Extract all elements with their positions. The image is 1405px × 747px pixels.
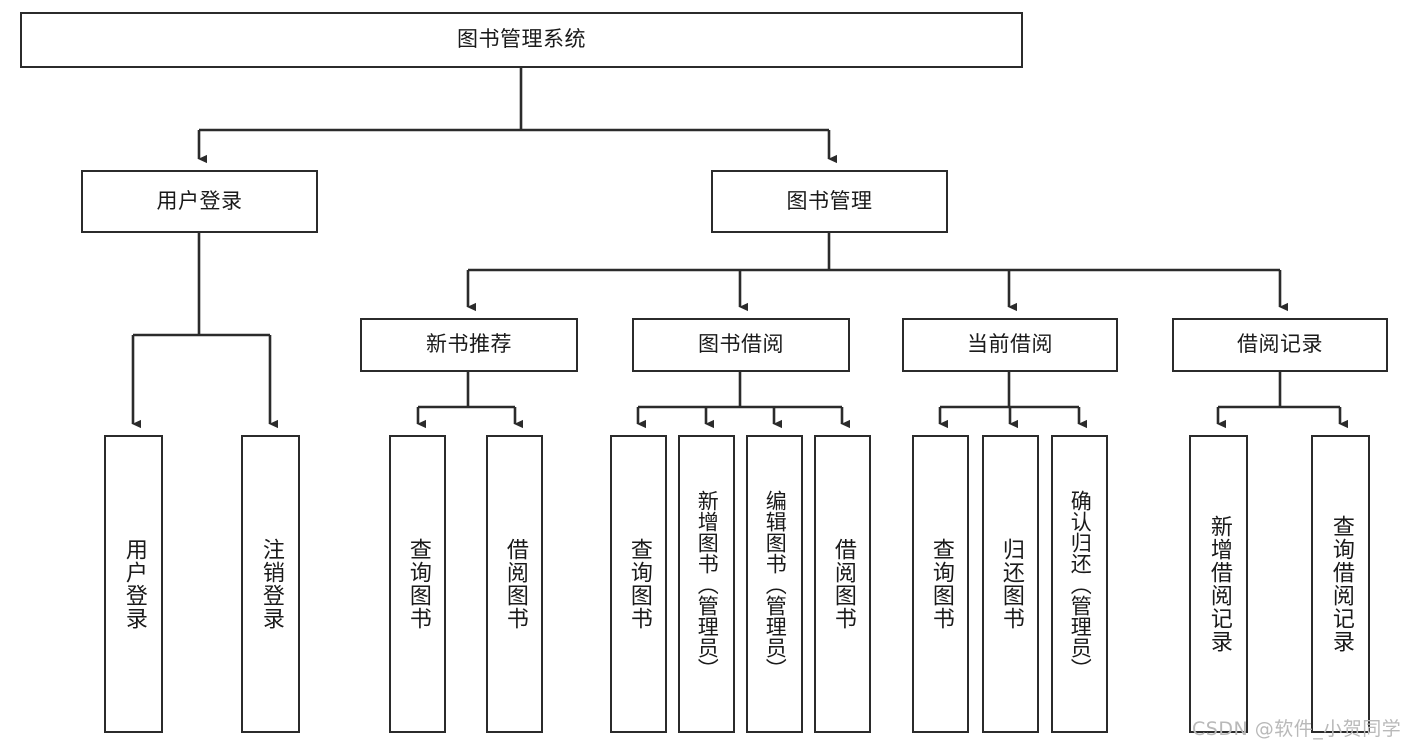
- node-leaf-add-record[interactable]: 新增借阅记录: [1189, 435, 1248, 733]
- node-label: 查询图书: [626, 538, 652, 630]
- node-label: 借阅图书: [502, 538, 528, 630]
- node-leaf-confirm-return[interactable]: 确认归还（管理员）: [1051, 435, 1108, 733]
- node-root-图书管理系统[interactable]: 图书管理系统: [20, 12, 1023, 68]
- node-label: 注销登录: [258, 538, 284, 630]
- node-label: 新书推荐: [426, 332, 512, 357]
- node-leaf-user-logout[interactable]: 注销登录: [241, 435, 300, 733]
- node-leaf-query-book-1[interactable]: 查询图书: [389, 435, 446, 733]
- node-label: 借阅图书: [830, 538, 856, 630]
- node-label: 用户登录: [121, 538, 147, 630]
- node-current-borrow[interactable]: 当前借阅: [902, 318, 1118, 372]
- node-label: 当前借阅: [967, 332, 1053, 357]
- node-label: 借阅记录: [1237, 332, 1323, 357]
- node-book-manage[interactable]: 图书管理: [711, 170, 948, 233]
- node-label: 查询图书: [405, 538, 431, 630]
- node-book-borrow[interactable]: 图书借阅: [632, 318, 850, 372]
- node-label: 图书借阅: [698, 332, 784, 357]
- node-leaf-user-login[interactable]: 用户登录: [104, 435, 163, 733]
- node-leaf-query-book-2[interactable]: 查询图书: [610, 435, 667, 733]
- node-label: 图书管理系统: [457, 27, 586, 52]
- node-new-book-recommend[interactable]: 新书推荐: [360, 318, 578, 372]
- csdn-watermark: CSDN @软件_小贺同学: [1192, 718, 1402, 740]
- node-label: 查询借阅记录: [1328, 515, 1354, 653]
- node-leaf-edit-book[interactable]: 编辑图书（管理员）: [746, 435, 803, 733]
- node-leaf-query-book-3[interactable]: 查询图书: [912, 435, 969, 733]
- node-label: 用户登录: [156, 188, 243, 213]
- node-leaf-borrow-book-2[interactable]: 借阅图书: [814, 435, 871, 733]
- node-user-login[interactable]: 用户登录: [81, 170, 318, 233]
- node-leaf-query-record[interactable]: 查询借阅记录: [1311, 435, 1370, 733]
- node-leaf-add-book[interactable]: 新增图书（管理员）: [678, 435, 735, 733]
- node-label: 确认归还（管理员）: [1068, 489, 1093, 679]
- node-label: 图书管理: [786, 188, 873, 213]
- node-label: 新增图书（管理员）: [695, 489, 720, 679]
- node-borrow-record[interactable]: 借阅记录: [1172, 318, 1388, 372]
- node-label: 归还图书: [998, 538, 1024, 630]
- node-leaf-return-book[interactable]: 归还图书: [982, 435, 1039, 733]
- node-label: 查询图书: [928, 538, 954, 630]
- node-leaf-borrow-book-1[interactable]: 借阅图书: [486, 435, 543, 733]
- node-label: 编辑图书（管理员）: [763, 489, 788, 679]
- node-label: 新增借阅记录: [1206, 515, 1232, 653]
